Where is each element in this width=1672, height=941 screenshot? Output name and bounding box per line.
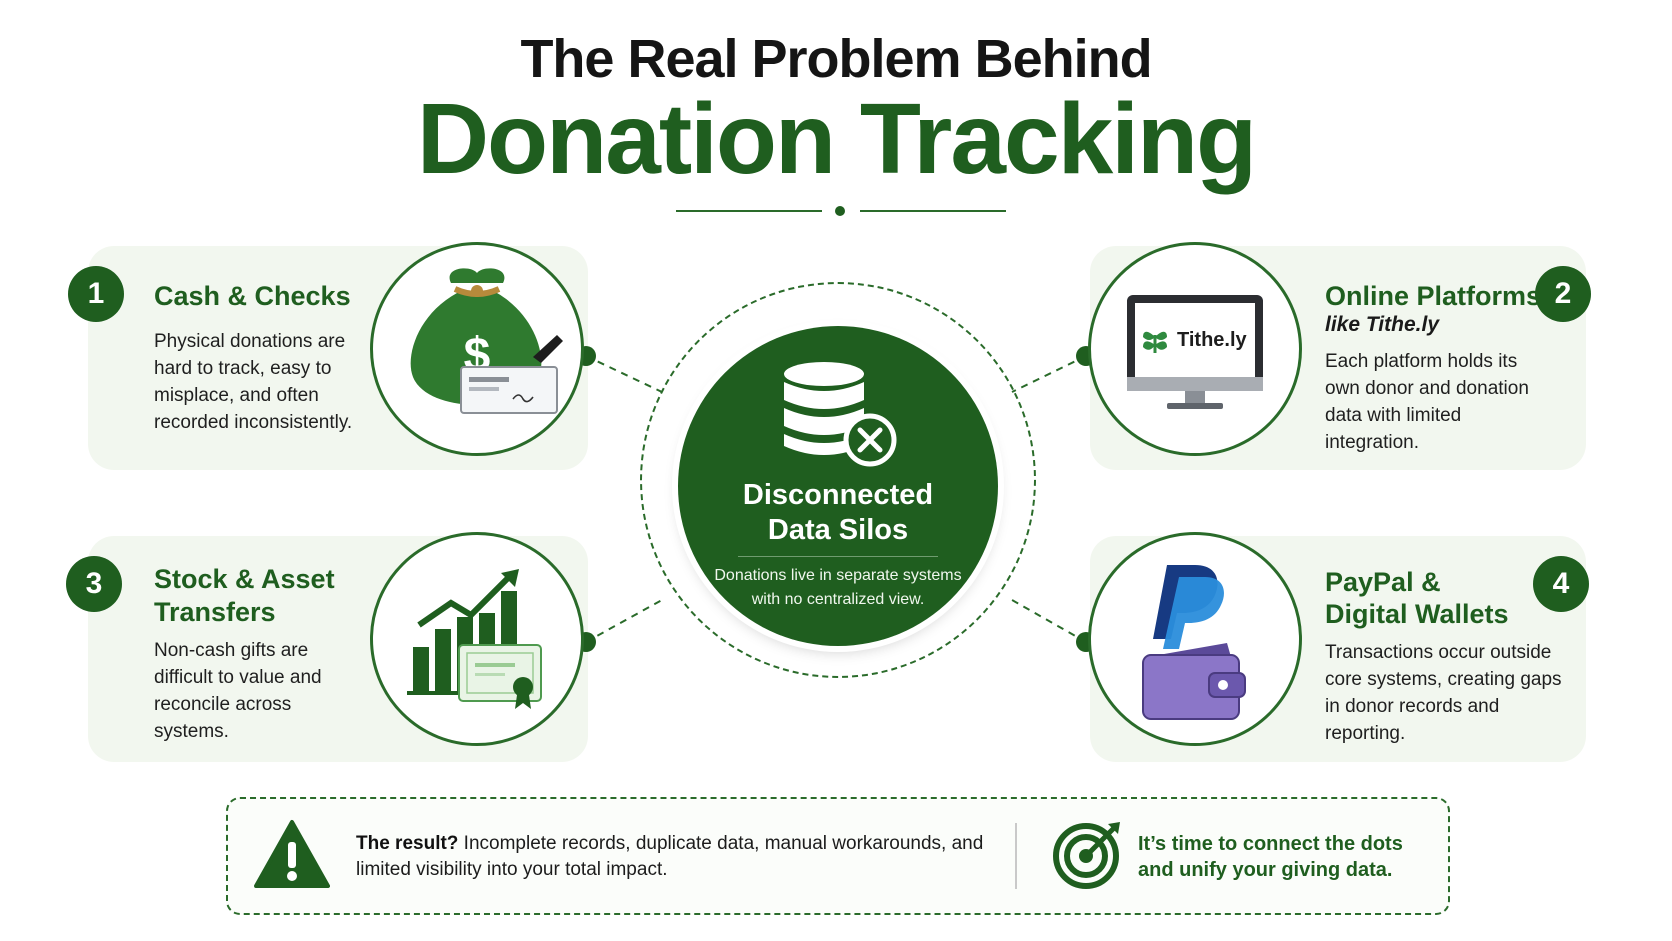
wallet-icon — [1142, 643, 1246, 720]
card-title-paypal-line2: Digital Wallets — [1325, 599, 1509, 629]
tithely-screen-label: Tithe.ly — [1177, 329, 1247, 351]
result-text: The result? Incomplete records, duplicat… — [356, 831, 996, 883]
center-title: Disconnected Data Silos — [678, 478, 998, 548]
card-text-cash: Physical donations are hard to track, ea… — [154, 331, 353, 433]
database-icon — [784, 362, 897, 467]
online-icon-circle — [1088, 242, 1302, 456]
center-separator — [738, 556, 938, 557]
cta-text: It’s time to connect the dots and unify … — [1138, 833, 1403, 881]
sprout-icon — [1143, 331, 1167, 353]
title-divider-left — [676, 210, 822, 212]
card-title-stock-line1: Stock & Asset — [154, 564, 335, 594]
card-title-cash: Cash & Checks — [154, 281, 351, 311]
close-icon — [843, 413, 897, 467]
card-number-3: 3 — [66, 556, 122, 612]
card-title-paypal-line1: PayPal & — [1325, 567, 1441, 597]
card-number-4: 4 — [1533, 556, 1589, 612]
card-subtitle-online: like Tithe.ly — [1325, 313, 1439, 336]
page-title: Donation Tracking — [416, 83, 1257, 195]
card-text-stock: Non-cash gifts are difficult to value an… — [154, 640, 322, 742]
bottom-separator — [1015, 823, 1017, 889]
result-label: The result? — [356, 833, 459, 854]
card-number-2: 2 — [1535, 266, 1591, 322]
result-body: Incomplete records, duplicate data, manu… — [356, 833, 984, 880]
center-title-line2: Data Silos — [767, 514, 909, 546]
center-dashed-ring — [640, 282, 1036, 678]
check-icon — [460, 335, 563, 414]
title-divider-dot — [835, 206, 845, 216]
card-text-paypal: Transactions occur outside core systems,… — [1325, 642, 1562, 744]
warning-icon — [254, 820, 330, 888]
paypal-icon-circle — [1088, 532, 1302, 746]
cash-icon-circle: $ — [370, 242, 584, 456]
card-number-1: 1 — [68, 266, 124, 322]
monitor-icon — [1127, 295, 1263, 409]
bottom-callout — [226, 797, 1450, 915]
paypal-icon — [1153, 565, 1224, 649]
center-text: Donations live in separate systems with … — [714, 567, 962, 608]
target-icon — [1053, 822, 1120, 889]
stock-icon-circle — [370, 532, 584, 746]
certificate-icon — [458, 644, 542, 709]
title-line-1: The Real Problem Behind — [520, 29, 1152, 89]
card-text-online: Each platform holds its own donor and do… — [1325, 351, 1529, 453]
card-title-stock-line2: Transfers — [154, 597, 276, 627]
center-title-line1: Disconnected — [742, 479, 934, 511]
title-divider-right — [860, 210, 1006, 212]
card-title-online: Online Platforms — [1325, 281, 1542, 311]
